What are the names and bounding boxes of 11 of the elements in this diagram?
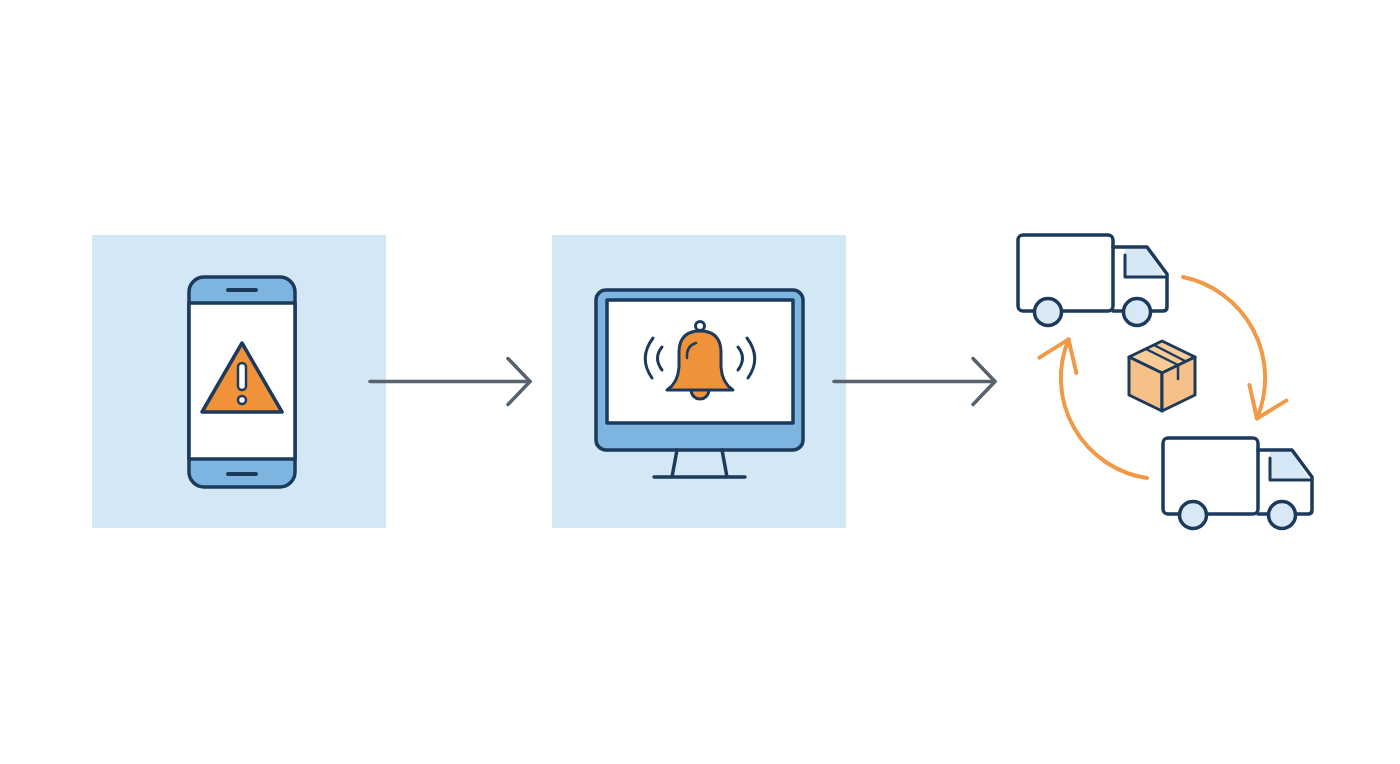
panel — [552, 235, 846, 528]
panel — [92, 235, 386, 528]
monitor-bell-icon — [594, 288, 805, 480]
truck-icon — [1161, 435, 1314, 531]
package-icon — [1127, 339, 1197, 413]
arrow — [1038, 337, 1149, 480]
truck-icon — [1016, 232, 1169, 328]
arrow — [1181, 275, 1288, 421]
arrow — [368, 356, 532, 407]
arrow — [832, 356, 997, 407]
phone-warning-icon — [187, 275, 297, 489]
